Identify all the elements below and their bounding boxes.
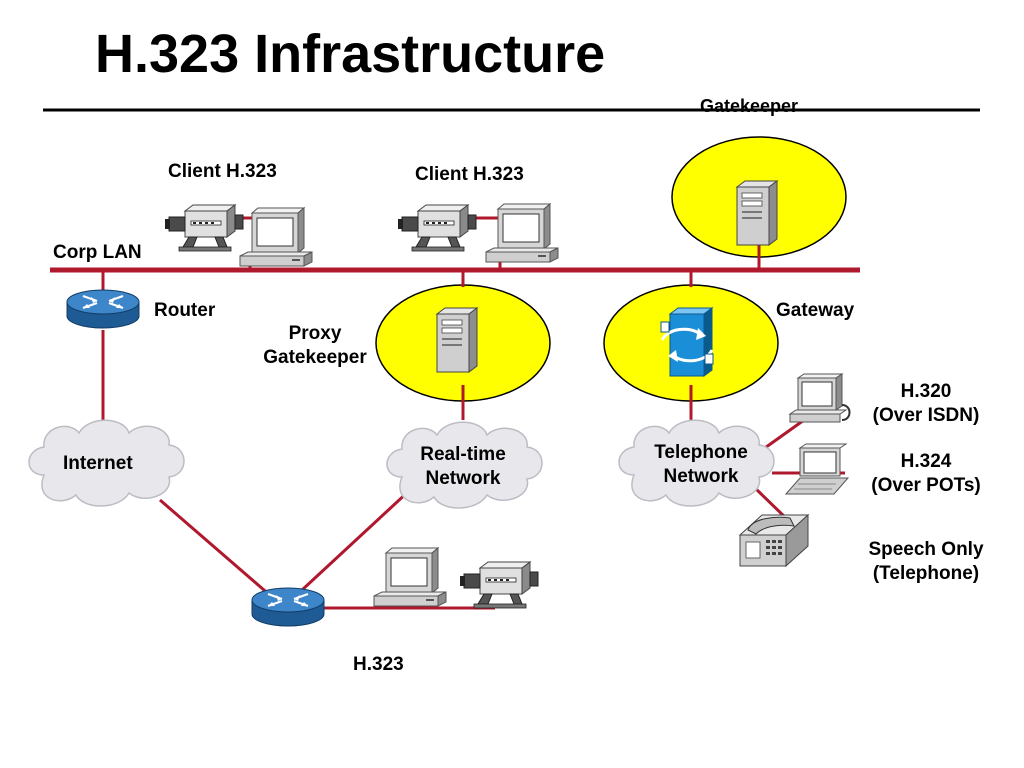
gatekeeper-server-icon bbox=[736, 180, 778, 246]
gateway-label: Gateway bbox=[776, 300, 855, 321]
client1-camera-icon bbox=[164, 204, 244, 252]
telephone-label-line1: Telephone bbox=[654, 442, 748, 463]
proxy-label-line1: Proxy bbox=[288, 323, 342, 344]
h323-bottom-label: H.323 bbox=[353, 654, 404, 675]
realtime-network-label: Real-time Network bbox=[403, 443, 523, 491]
speech-label-line1: Speech Only bbox=[868, 539, 984, 560]
internet-label: Internet bbox=[63, 453, 133, 474]
h323-router-icon bbox=[250, 586, 326, 628]
speech-label-line2: (Telephone) bbox=[872, 563, 980, 584]
h324-label-line2: (Over POTs) bbox=[871, 475, 981, 496]
speech-only-label: Speech Only (Telephone) bbox=[852, 538, 1000, 586]
client1-label: Client H.323 bbox=[168, 161, 277, 182]
h320-terminal-icon bbox=[788, 373, 851, 423]
h323-computer-icon bbox=[373, 547, 447, 607]
h320-label-line2: (Over ISDN) bbox=[872, 405, 980, 426]
proxy-gatekeeper-server-icon bbox=[436, 307, 478, 373]
gateway-device-icon bbox=[660, 307, 714, 377]
realtime-label-line2: Network bbox=[425, 468, 501, 489]
telephone-network-label: Telephone Network bbox=[640, 441, 762, 489]
corp-lan-label: Corp LAN bbox=[53, 242, 142, 263]
h320-label: H.320 (Over ISDN) bbox=[858, 380, 994, 428]
client2-label: Client H.323 bbox=[415, 164, 524, 185]
router-label: Router bbox=[154, 300, 216, 321]
h324-label-line1: H.324 bbox=[900, 451, 952, 472]
h320-label-line1: H.320 bbox=[900, 381, 952, 402]
proxy-label-line2: Gatekeeper bbox=[263, 347, 367, 368]
page-title: H.323 Infrastructure bbox=[95, 24, 606, 84]
realtime-label-line1: Real-time bbox=[420, 444, 506, 465]
client2-camera-icon bbox=[397, 204, 477, 252]
corp-router-icon bbox=[65, 288, 141, 330]
proxy-gatekeeper-label: Proxy Gatekeeper bbox=[252, 322, 378, 370]
telephone-label-line2: Network bbox=[663, 466, 739, 487]
internet-router2-link bbox=[159, 498, 273, 599]
network-links bbox=[50, 216, 860, 610]
client2-computer-icon bbox=[485, 203, 559, 263]
telephone-icon bbox=[738, 513, 810, 568]
h324-label: H.324 (Over POTs) bbox=[858, 450, 994, 498]
h323-camera-icon bbox=[459, 561, 539, 609]
gatekeeper-label: Gatekeeper bbox=[700, 96, 799, 116]
h324-laptop-icon bbox=[784, 443, 850, 495]
realtime-router2-link bbox=[300, 488, 412, 592]
